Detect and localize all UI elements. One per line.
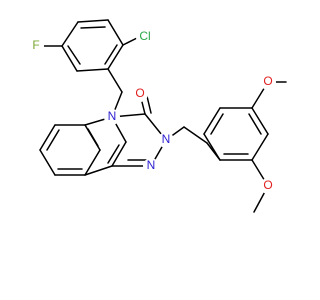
- double-bond-inner: [46, 129, 60, 151]
- nitrogen-pyrimidine-1-label: N: [162, 132, 171, 146]
- atom-mask: [28, 38, 44, 54]
- atom-mask: [158, 132, 174, 148]
- double-bond-inner: [210, 113, 224, 135]
- bond: [76, 68, 109, 72]
- fluorine-label: F: [32, 38, 39, 52]
- atom-mask: [136, 28, 154, 46]
- nitrogen-indole-label: N: [108, 109, 117, 123]
- chlorine-label: Cl: [139, 29, 150, 43]
- chlorofluorophenyl-ring: [41, 19, 140, 72]
- molecule-canvas: N N N O O O Cl F: [28, 19, 287, 213]
- bond: [84, 149, 101, 176]
- oxygen-methoxy-2-label: O: [263, 178, 272, 192]
- bond: [203, 107, 221, 135]
- bond: [77, 19, 109, 23]
- bond: [84, 165, 113, 176]
- double-bond-inner: [107, 144, 120, 164]
- bond: [61, 45, 78, 72]
- atom-mask: [132, 86, 148, 102]
- double-bond-inner: [87, 128, 99, 147]
- bond: [61, 21, 79, 47]
- atom-mask: [260, 74, 276, 90]
- double-bond-inner: [104, 44, 118, 65]
- bond: [251, 107, 269, 135]
- atom-labels: N N N O O O Cl F: [28, 28, 276, 194]
- bond: [39, 149, 56, 176]
- double-bond-inner: [80, 26, 106, 29]
- dimethoxyphenyl-ring: [203, 107, 269, 161]
- atom-mask: [104, 109, 120, 125]
- bond: [111, 141, 127, 167]
- oxygen-carbonyl-label: O: [135, 86, 144, 100]
- double-bond-inner: [248, 113, 262, 135]
- indole-benzene-ring: [39, 124, 101, 176]
- bond: [251, 133, 269, 161]
- bond: [39, 124, 56, 151]
- chemical-structure-diagram: N N N O O O Cl F: [28, 19, 287, 213]
- bond: [107, 68, 123, 93]
- double-bond-inner: [67, 45, 81, 65]
- pyrimidinone-ring: [111, 113, 167, 167]
- atom-mask: [260, 178, 276, 194]
- bond: [183, 126, 208, 144]
- oxygen-methoxy-1-label: O: [263, 74, 272, 88]
- nitrogen-pyrimidine-2-label: N: [147, 158, 156, 172]
- bond: [107, 44, 124, 70]
- atom-mask: [143, 158, 159, 174]
- bond: [203, 133, 221, 161]
- bond: [107, 19, 124, 46]
